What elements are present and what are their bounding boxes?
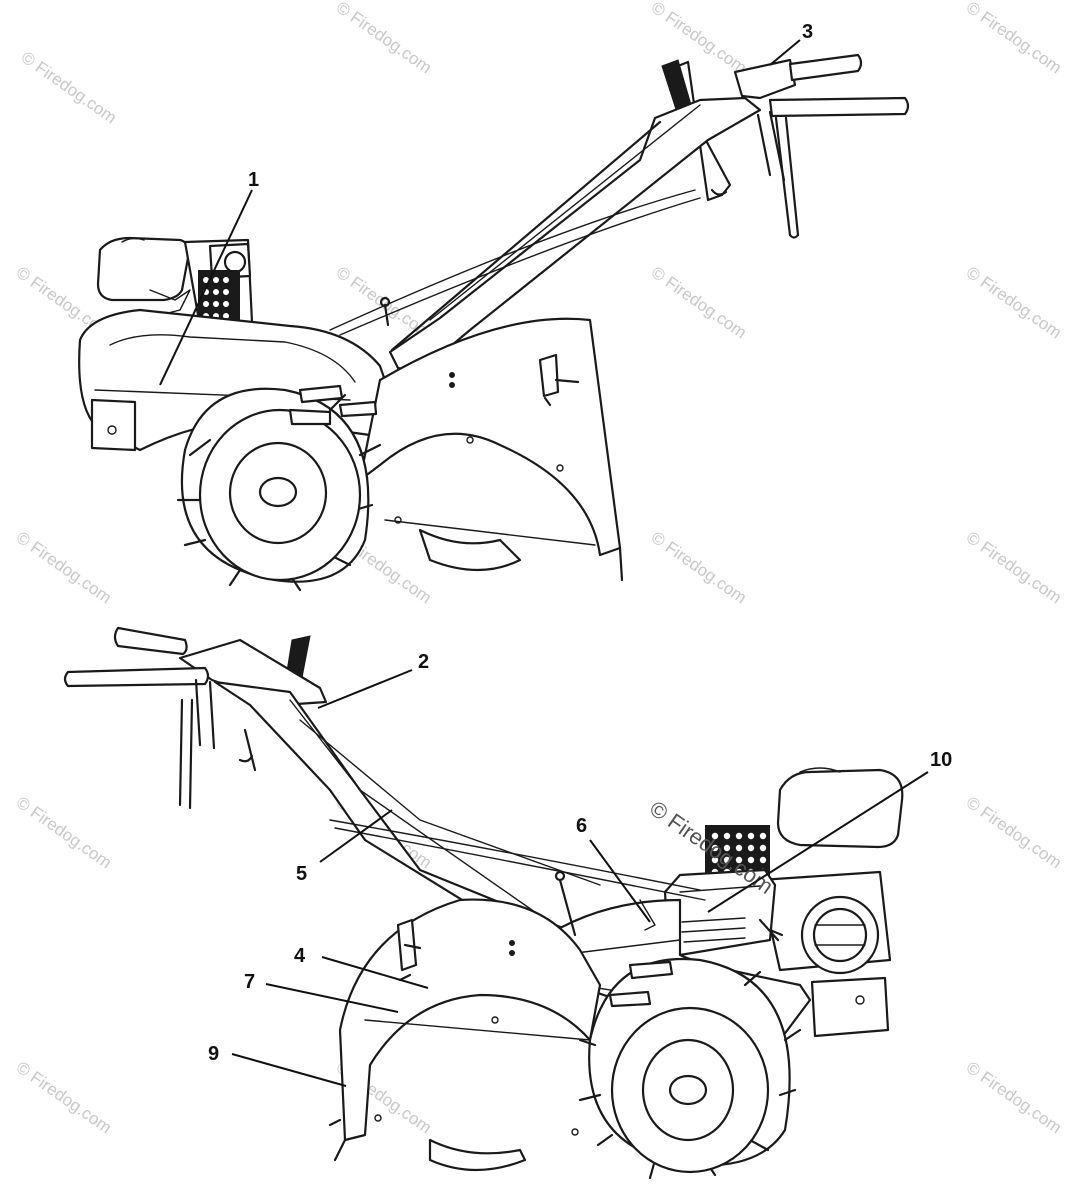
callout-10: 10 — [707, 749, 952, 913]
callout-label: 3 — [802, 21, 813, 43]
watermark: © Firedog.com — [333, 263, 435, 343]
callout-label: 4 — [294, 945, 306, 967]
watermark: © Firedog.com — [648, 263, 750, 343]
top-tiller-illustration — [78, 53, 910, 592]
callout-label: 6 — [576, 815, 587, 837]
leader-line — [769, 39, 801, 66]
callout-label: 2 — [418, 651, 429, 673]
watermark: © Firedog.com — [963, 528, 1065, 608]
callout-9: 9 — [208, 1043, 347, 1087]
callout-5: 5 — [296, 809, 393, 885]
callout-2: 2 — [317, 651, 429, 709]
watermark: © Firedog.com — [963, 793, 1065, 873]
callout-7: 7 — [244, 971, 399, 1013]
callout-3: 3 — [769, 21, 813, 66]
callout-label: 10 — [930, 749, 952, 771]
callout-6: 6 — [576, 815, 651, 923]
watermark: © Firedog.com — [13, 528, 115, 608]
bottom-tiller-illustration — [63, 626, 904, 1180]
watermark: © Firedog.com — [963, 0, 1065, 77]
leader-line — [319, 809, 393, 863]
callout-1: 1 — [159, 169, 259, 386]
leader-line — [231, 1053, 347, 1087]
control-cables — [329, 189, 701, 336]
watermark: © Firedog.com — [333, 0, 435, 77]
leader-line — [159, 189, 253, 386]
callout-label: 1 — [248, 169, 259, 191]
leader-line — [265, 983, 399, 1013]
watermark: © Firedog.com — [963, 1058, 1065, 1138]
callout-label: 5 — [296, 863, 307, 885]
watermark: © Firedog.com — [13, 793, 115, 873]
wheel — [578, 957, 802, 1180]
watermark: © Firedog.com — [963, 263, 1065, 343]
callout-label: 9 — [208, 1043, 219, 1065]
leader-line — [321, 956, 429, 989]
tine-shield — [328, 898, 602, 1172]
tine-shield — [358, 317, 624, 582]
leader-line — [317, 669, 413, 709]
handlebar — [388, 53, 910, 374]
control-cables — [329, 819, 706, 931]
watermark: © Firedog.com — [648, 528, 750, 608]
handlebar — [63, 626, 601, 957]
leader-line — [707, 771, 929, 913]
callout-label: 7 — [244, 971, 255, 993]
watermark: © Firedog.com — [13, 1058, 115, 1138]
belt-cover — [663, 868, 784, 957]
callout-4: 4 — [294, 945, 429, 989]
leader-line — [589, 839, 651, 923]
engine — [705, 767, 904, 1038]
wheel — [176, 384, 382, 592]
watermark: © Firedog.com — [18, 48, 120, 128]
